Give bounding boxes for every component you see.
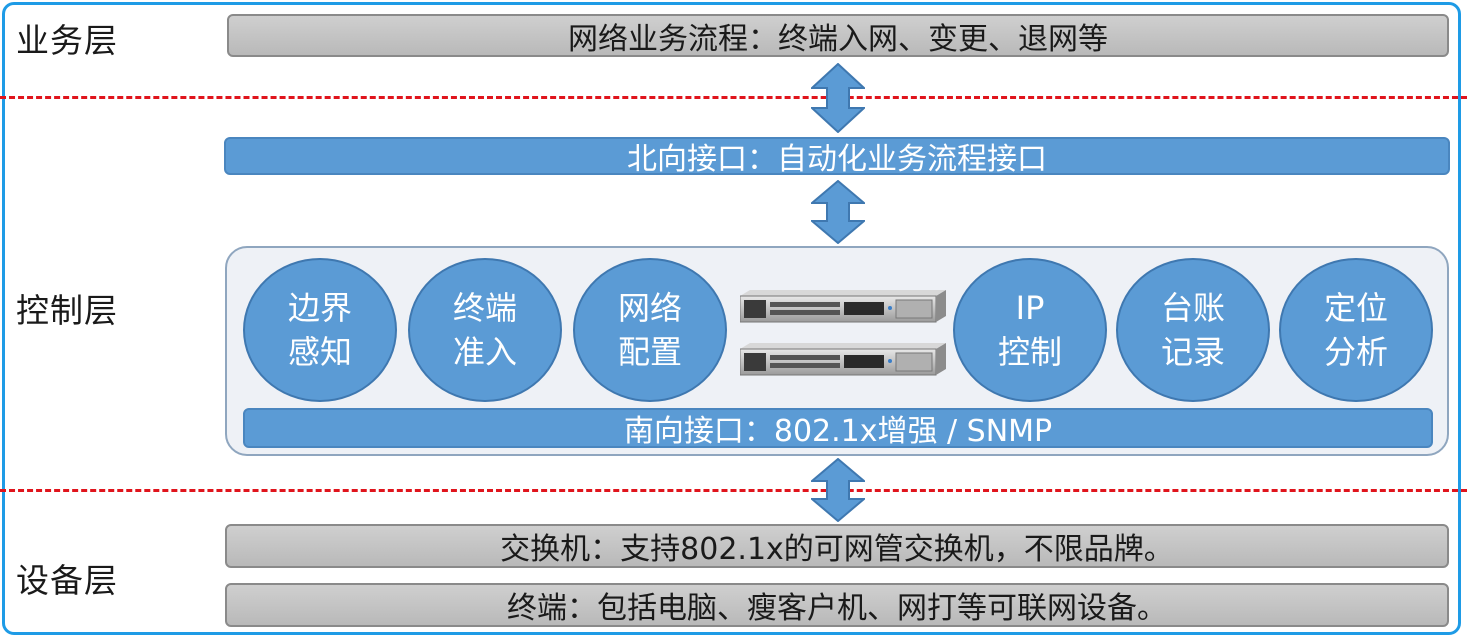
layer-label-business: 业务层 bbox=[16, 21, 118, 60]
module-ip-control: IP 控制 bbox=[953, 258, 1107, 402]
northbound-interface-bar: 北向接口：自动化业务流程接口 bbox=[224, 137, 1450, 177]
double-arrow-icon bbox=[811, 63, 865, 133]
module-boundary-awareness: 边界 感知 bbox=[243, 258, 397, 402]
layer-label-control: 控制层 bbox=[16, 291, 118, 330]
rack-server-icon bbox=[740, 343, 946, 376]
module-line1: 台账 bbox=[1160, 289, 1225, 327]
double-arrow-icon bbox=[811, 458, 865, 522]
module-line2: 分析 bbox=[1323, 333, 1388, 371]
layer-divider-top bbox=[0, 96, 1467, 99]
double-arrow-icon bbox=[811, 180, 865, 244]
southbound-interface-bar: 南向接口：802.1x增强 / SNMP bbox=[243, 408, 1433, 449]
module-line2: 感知 bbox=[287, 333, 352, 371]
module-line2: 控制 bbox=[997, 333, 1062, 371]
module-location-analysis: 定位 分析 bbox=[1279, 258, 1433, 402]
module-line1: 终端 bbox=[452, 289, 517, 327]
module-line1: 定位 bbox=[1323, 289, 1388, 327]
module-line2: 配置 bbox=[617, 333, 682, 371]
module-line2: 准入 bbox=[452, 333, 517, 371]
module-line1: IP bbox=[1015, 289, 1045, 327]
module-line1: 网络 bbox=[617, 289, 682, 327]
business-process-bar: 网络业务流程：终端入网、变更、退网等 bbox=[227, 14, 1449, 57]
module-ledger-record: 台账 记录 bbox=[1116, 258, 1270, 402]
module-network-config: 网络 配置 bbox=[573, 258, 727, 402]
module-line2: 记录 bbox=[1160, 333, 1225, 371]
switch-device-bar: 交换机：支持802.1x的可网管交换机，不限品牌。 bbox=[225, 524, 1449, 568]
module-terminal-access: 终端 准入 bbox=[408, 258, 562, 402]
layer-label-device: 设备层 bbox=[16, 561, 118, 600]
module-line1: 边界 bbox=[287, 289, 352, 327]
rack-server-icon bbox=[740, 290, 946, 323]
layer-divider-bottom bbox=[0, 489, 1467, 492]
terminal-device-bar: 终端：包括电脑、瘦客户机、网打等可联网设备。 bbox=[225, 583, 1449, 627]
